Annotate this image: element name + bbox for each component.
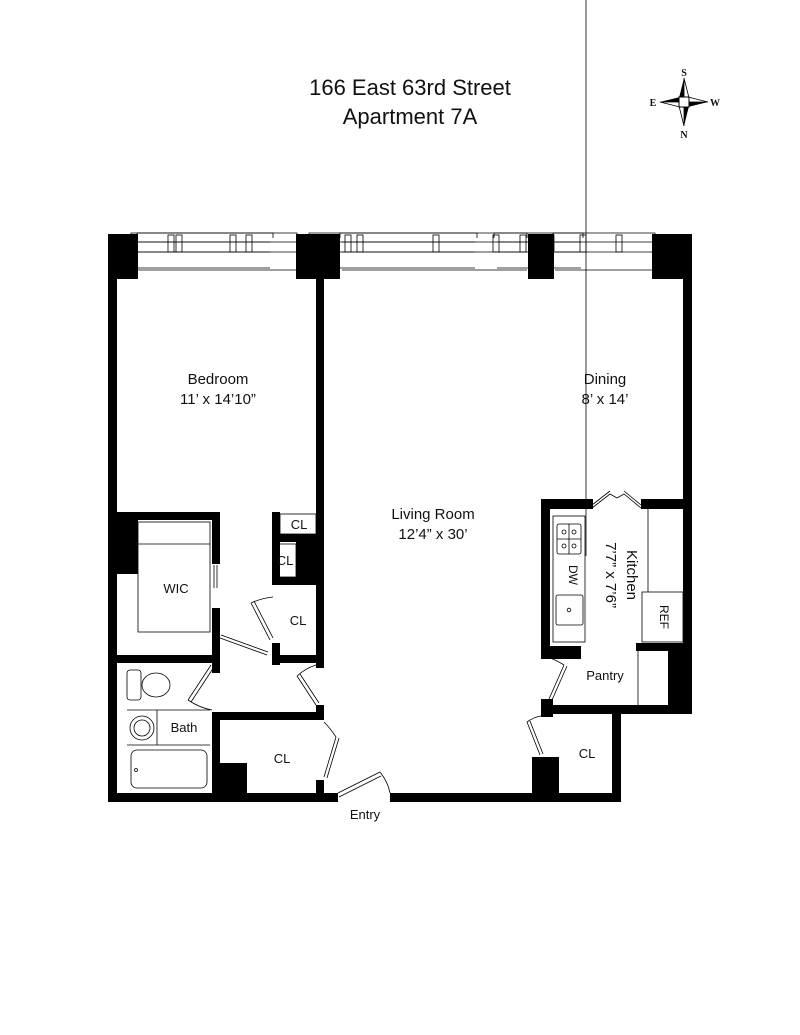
closet-1-outline bbox=[279, 513, 317, 535]
closet-5-door bbox=[526, 720, 544, 756]
compass-icon: S E W N bbox=[650, 68, 720, 141]
sink bbox=[129, 715, 155, 741]
wic-label: WIC bbox=[163, 581, 188, 596]
kitchen-label: Kitchen bbox=[623, 550, 640, 600]
counter bbox=[552, 515, 586, 643]
compass-north-label: N bbox=[680, 130, 688, 141]
bedroom-label: Bedroom bbox=[188, 371, 249, 388]
bathtub bbox=[130, 749, 208, 789]
hall-door-bath bbox=[219, 634, 269, 656]
closet-4-label: CL bbox=[274, 751, 291, 766]
address-title: 166 East 63rd Street bbox=[309, 75, 511, 100]
dining-size: 8’ x 14’ bbox=[582, 391, 629, 408]
pantry-label: Pantry bbox=[586, 668, 624, 683]
bath-door bbox=[187, 664, 215, 703]
compass-east-label: E bbox=[650, 98, 657, 109]
entry-door bbox=[337, 771, 382, 798]
living-room-size: 12’4” x 30’ bbox=[398, 526, 467, 543]
closet-4-door bbox=[323, 736, 340, 779]
walls bbox=[108, 234, 692, 802]
toilet-tank bbox=[126, 669, 142, 701]
closet-1-label: CL bbox=[291, 517, 308, 532]
bath-label: Bath bbox=[171, 720, 198, 735]
compass-west-label: W bbox=[710, 98, 720, 109]
wic-outline bbox=[137, 521, 211, 633]
closet-5-label: CL bbox=[579, 746, 596, 761]
closet-2-outline bbox=[272, 543, 297, 578]
compass-south-label: S bbox=[681, 68, 687, 79]
bedroom-size: 11’ x 14’10” bbox=[180, 391, 256, 408]
entry-label: Entry bbox=[350, 807, 381, 822]
unit-title: Apartment 7A bbox=[342, 104, 478, 129]
pantry-door bbox=[548, 664, 568, 701]
dishwasher-label: DW bbox=[566, 565, 580, 586]
dining-label: Dining bbox=[584, 371, 627, 388]
closet-2-label: CL bbox=[277, 553, 294, 568]
hall-closet-door bbox=[296, 673, 320, 706]
kitchen-size: 7’7” x 7’6” bbox=[602, 542, 619, 608]
kitchen-sink bbox=[555, 594, 584, 626]
refrigerator-label: REF bbox=[657, 605, 671, 629]
closet-3-label: CL bbox=[290, 613, 307, 628]
toilet-bowl bbox=[141, 672, 171, 698]
window-sashes bbox=[136, 232, 656, 271]
closet-3-door bbox=[250, 600, 274, 641]
refrigerator bbox=[641, 591, 684, 643]
kitchen-double-door bbox=[591, 493, 642, 509]
living-room-label: Living Room bbox=[391, 506, 474, 523]
